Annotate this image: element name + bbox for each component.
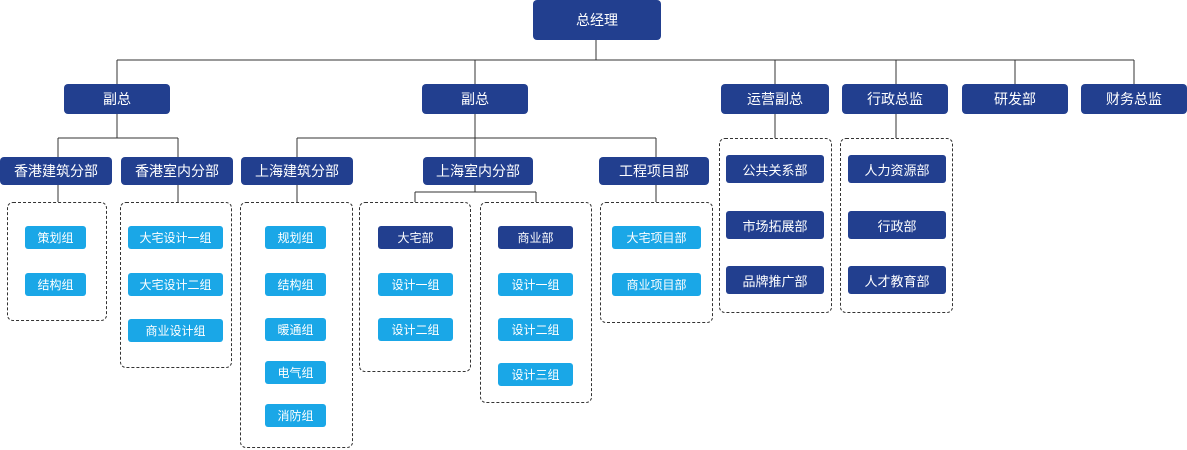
ops-dept-item: 市场拓展部 [726, 211, 824, 239]
ops-dept-box [719, 138, 832, 313]
engineering-group-box [600, 202, 713, 323]
rnd-dept-node: 研发部 [962, 84, 1068, 114]
sh-interior-node: 上海室内分部 [423, 157, 533, 185]
finance-director-node: 财务总监 [1081, 84, 1187, 114]
sh-residential-group-box [359, 202, 471, 372]
group-item: 大宅设计二组 [128, 273, 223, 296]
admin-dept-item: 人力资源部 [848, 155, 946, 183]
group-item: 大宅项目部 [612, 226, 701, 249]
ops-dept-item: 公共关系部 [726, 155, 824, 183]
group-item: 结构组 [25, 273, 86, 296]
group-item: 大宅设计一组 [128, 226, 223, 249]
group-item: 策划组 [25, 226, 86, 249]
group-item: 商业设计组 [128, 319, 223, 342]
hk-interior-node: 香港室内分部 [121, 157, 233, 185]
hk-arch-group-box [7, 202, 107, 321]
admin-dept-box [840, 138, 953, 313]
group-item: 设计二组 [498, 318, 573, 341]
group-item: 商业项目部 [612, 273, 701, 296]
group-item: 设计一组 [378, 273, 453, 296]
commercial-dept-node: 商业部 [498, 226, 573, 249]
ceo-node: 总经理 [533, 0, 661, 40]
hk-interior-group-box [120, 202, 232, 368]
sh-arch-group-box [240, 202, 353, 448]
engineering-node: 工程项目部 [599, 157, 709, 185]
admin-dept-item: 行政部 [848, 211, 946, 239]
group-item: 电气组 [265, 361, 326, 384]
sh-commercial-group-box [480, 202, 592, 403]
group-item: 暖通组 [265, 318, 326, 341]
group-item: 结构组 [265, 273, 326, 296]
residential-dept-node: 大宅部 [378, 226, 453, 249]
admin-director-node: 行政总监 [842, 84, 948, 114]
group-item: 设计一组 [498, 273, 573, 296]
sh-arch-node: 上海建筑分部 [241, 157, 353, 185]
group-item: 规划组 [265, 226, 326, 249]
ops-vp-node: 运营副总 [721, 84, 829, 114]
group-item: 消防组 [265, 404, 326, 427]
hk-arch-node: 香港建筑分部 [0, 157, 112, 185]
vp-shanghai-node: 副总 [422, 84, 528, 114]
ops-dept-item: 品牌推广部 [726, 266, 824, 294]
admin-dept-item: 人才教育部 [848, 266, 946, 294]
group-item: 设计三组 [498, 363, 573, 386]
group-item: 设计二组 [378, 318, 453, 341]
vp-hongkong-node: 副总 [64, 84, 170, 114]
